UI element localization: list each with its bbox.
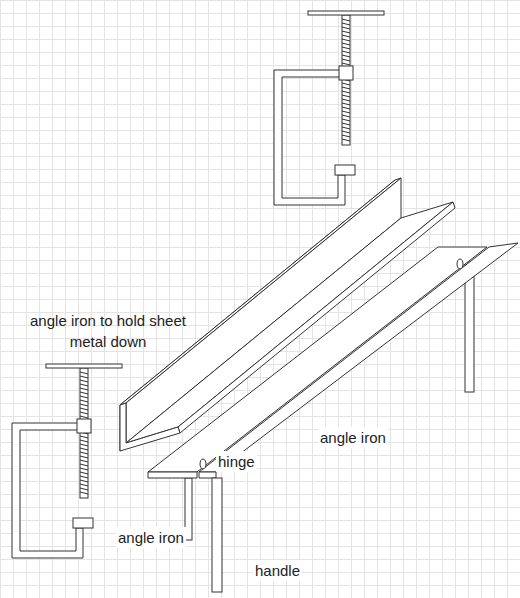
screw-thread <box>80 464 88 466</box>
screw-thread <box>80 380 88 382</box>
screw-thread <box>80 400 88 402</box>
screw-thread <box>342 31 350 33</box>
clamp-nut <box>339 66 353 80</box>
screw-thread <box>342 131 350 133</box>
screw-thread <box>342 55 350 57</box>
screw-thread <box>80 468 88 470</box>
clamp-frame <box>12 423 83 558</box>
screw-thread <box>342 123 350 125</box>
screw-thread <box>80 384 88 386</box>
screw-thread <box>342 47 350 49</box>
screw-thread <box>342 87 350 89</box>
screw-thread <box>342 35 350 37</box>
screw-thread <box>342 27 350 29</box>
folding-plate <box>199 243 518 472</box>
clamp-nut <box>77 419 91 433</box>
screw-thread <box>342 115 350 117</box>
part-label: angle iron <box>116 527 186 548</box>
part-label: angle iron to hold sheet metal down <box>8 310 208 352</box>
screw-thread <box>342 51 350 53</box>
screw-thread <box>80 376 88 378</box>
clamp-frame <box>274 70 345 205</box>
screw-thread <box>342 119 350 121</box>
screw-thread <box>342 83 350 85</box>
screw-thread <box>342 139 350 141</box>
hinge-pin <box>200 459 206 469</box>
screw-thread <box>342 19 350 21</box>
screw-thread <box>342 59 350 61</box>
screw-thread <box>80 492 88 494</box>
screw-thread <box>80 452 88 454</box>
screw-thread <box>342 99 350 101</box>
screw-thread <box>80 392 88 394</box>
bed-plate-edge <box>148 472 197 478</box>
screw-thread <box>342 43 350 45</box>
screw-thread <box>342 135 350 137</box>
part-label: hinge <box>216 451 257 472</box>
clamp-pad <box>335 165 355 175</box>
screw-thread <box>342 91 350 93</box>
folding-plate-edge <box>199 472 216 478</box>
screw-thread <box>342 107 350 109</box>
clamp-pad <box>73 518 93 528</box>
screw-thread <box>342 63 350 65</box>
screw-thread <box>80 408 88 410</box>
screw-thread <box>80 396 88 398</box>
screw-thread <box>80 388 88 390</box>
bed-plate <box>148 247 487 472</box>
screw-thread <box>80 444 88 446</box>
clamp-handle <box>308 11 384 15</box>
screw-thread <box>80 412 88 414</box>
screw-thread <box>80 480 88 482</box>
screw-thread <box>80 448 88 450</box>
angle-iron-end <box>120 403 180 451</box>
screw-thread <box>342 103 350 105</box>
screw-thread <box>80 456 88 458</box>
screw-thread <box>342 127 350 129</box>
screw-thread <box>80 460 88 462</box>
screw-thread <box>80 404 88 406</box>
part-label: angle iron <box>318 427 388 448</box>
screw-thread <box>342 39 350 41</box>
screw-thread <box>80 440 88 442</box>
part-label: handle <box>253 560 302 581</box>
screw-thread <box>80 372 88 374</box>
screw-thread <box>80 416 88 418</box>
hinge-pin <box>457 259 463 269</box>
handle-bar <box>212 478 222 592</box>
clamp-handle <box>46 364 122 368</box>
screw-thread <box>342 95 350 97</box>
screw-thread <box>80 472 88 474</box>
screw-thread <box>80 436 88 438</box>
angle-iron-leg <box>185 478 192 540</box>
brake-drawing <box>12 11 518 592</box>
screw-thread <box>80 484 88 486</box>
screw-thread <box>342 111 350 113</box>
screw-thread <box>80 476 88 478</box>
screw-thread <box>80 488 88 490</box>
screw-thread <box>342 23 350 25</box>
